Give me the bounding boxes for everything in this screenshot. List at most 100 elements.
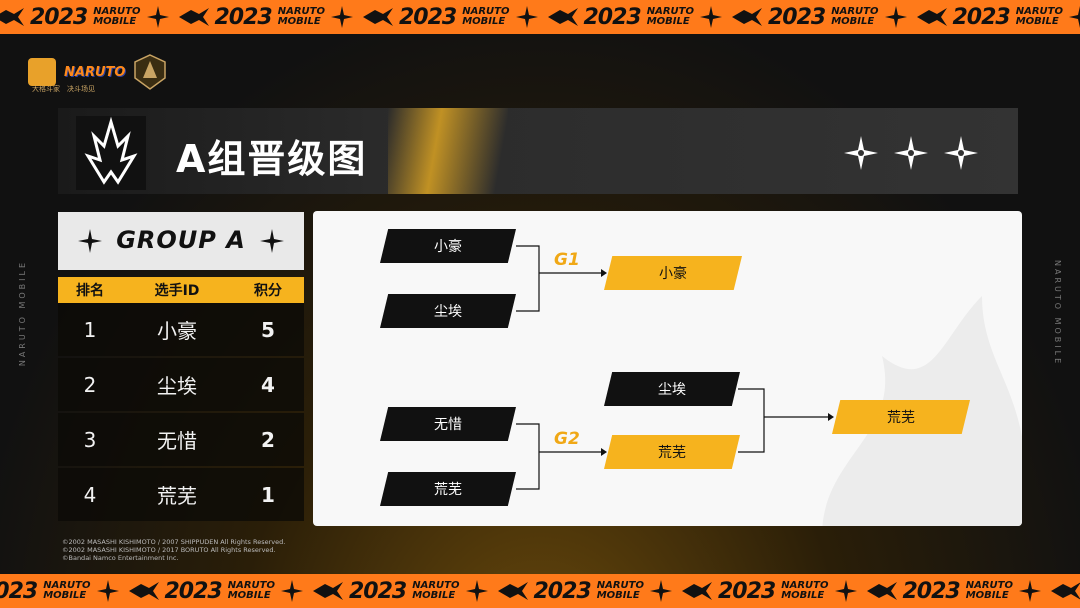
fox-icon (178, 8, 209, 26)
banner-name-line: MOBILE (462, 16, 506, 27)
banner-name-line: MOBILE (412, 590, 456, 601)
rank-cell: 2 (83, 372, 97, 397)
banner-name-line: MOBILE (277, 16, 321, 27)
player-cell: 尘埃 (157, 374, 197, 398)
shuriken-icon (146, 6, 169, 28)
bottom-banner: 2023NARUTOMOBILE2023NARUTOMOBILE2023NARU… (0, 574, 1080, 608)
logo-tagline: 大格斗家 决斗场见 (32, 85, 95, 93)
fox-icon (1051, 582, 1080, 600)
player-cell: 小豪 (157, 319, 197, 343)
copyright-line: ©2002 MASASHI KISHIMOTO / 2017 BORUTO Al… (62, 546, 276, 554)
banner-year: 2023 (583, 4, 642, 30)
side-text-left: NARUTO MOBILE (18, 260, 27, 367)
banner-year: 2023 (0, 578, 38, 604)
shuriken-icon (515, 6, 538, 28)
table-row: 1 小豪 5 (58, 303, 304, 356)
banner-name-line: NARUTO (781, 580, 829, 591)
bracket-slot-g1-player2: 尘埃 (380, 294, 516, 328)
fox-icon (128, 582, 159, 600)
banner-year: 2023 (902, 578, 961, 604)
banner-year: 2023 (349, 578, 407, 604)
points-cell: 5 (261, 317, 275, 342)
banner-year: 2023 (164, 578, 223, 604)
shuriken-row (844, 136, 978, 170)
logo-group: NARUTO 大格斗家 决斗场见 (28, 54, 167, 93)
shuriken-icon (1019, 580, 1041, 602)
banner-name-line: NARUTO (1015, 6, 1063, 17)
copyright-line: ©Bandai Namco Entertainment Inc. (62, 554, 179, 562)
banner-name-line: MOBILE (596, 590, 640, 601)
banner-name-line: MOBILE (43, 590, 87, 601)
points-cell: 1 (261, 482, 275, 507)
player-cell: 无惜 (157, 429, 197, 453)
shuriken-icon (331, 6, 353, 28)
bracket-slot-g1-player1: 小豪 (380, 229, 516, 263)
copyright-block: ©2002 MASASHI KISHIMOTO / 2007 SHIPPUDEN… (62, 538, 285, 562)
banner-name-line: NARUTO (646, 6, 694, 17)
game-fox-logo-icon (28, 58, 56, 86)
banner-name-line: MOBILE (93, 16, 137, 27)
group-card: GROUP A (58, 212, 304, 270)
fox-icon (682, 582, 712, 600)
side-text-right: NARUTO MOBILE (1053, 260, 1062, 367)
bracket-slot-g1-winner: 小豪 (604, 256, 742, 290)
points-cell: 2 (261, 427, 275, 452)
bracket-slot-final-player1: 尘埃 (604, 372, 740, 406)
bracket-lines (516, 245, 834, 490)
copyright-line: ©2002 MASASHI KISHIMOTO / 2007 SHIPPUDEN… (62, 538, 286, 546)
banner-name-line: NARUTO (227, 580, 275, 591)
banner-name-line: MOBILE (965, 590, 1009, 601)
naruto-logo: NARUTO (64, 64, 126, 80)
shuriken-icon (894, 136, 928, 170)
game-label-g2: G2 (554, 429, 580, 449)
column-header-rank: 排名 (76, 283, 104, 299)
bracket-slot-final-player2: 荒芜 (604, 435, 740, 469)
banner-year: 2023 (214, 4, 273, 30)
fox-icon (313, 582, 343, 600)
bracket-slot-final-winner: 荒芜 (832, 400, 970, 434)
shuriken-icon (944, 136, 978, 170)
banner-year: 2023 (718, 578, 776, 604)
banner-name-line: MOBILE (227, 590, 271, 601)
shuriken-icon (834, 580, 857, 602)
bracket-panel: 小豪 尘埃 G1 小豪 无惜 荒芜 G2 尘埃 荒芜 荒芜 (313, 211, 1022, 526)
shuriken-icon (1069, 6, 1080, 28)
banner-year: 2023 (952, 4, 1011, 30)
banner-name-line: NARUTO (831, 6, 879, 17)
rank-cell: 4 (83, 482, 97, 507)
fox-icon (497, 582, 528, 600)
shuriken-icon (78, 229, 102, 253)
bracket-slot-g2-player2: 荒芜 (380, 472, 516, 506)
shuriken-icon (96, 580, 119, 602)
shuriken-icon (844, 136, 878, 170)
ranking-table-body: 1 小豪 5 2 尘埃 4 3 无惜 2 4 荒芜 1 (58, 303, 304, 523)
group-title: GROUP A (116, 226, 246, 254)
shuriken-icon (884, 6, 907, 28)
banner-name-line: NARUTO (596, 580, 644, 591)
banner-year: 2023 (533, 578, 592, 604)
column-header-points: 积分 (254, 283, 282, 299)
player-cell: 荒芜 (157, 484, 197, 508)
rank-cell: 1 (83, 317, 97, 342)
bracket-slot-g2-player1: 无惜 (380, 407, 516, 441)
